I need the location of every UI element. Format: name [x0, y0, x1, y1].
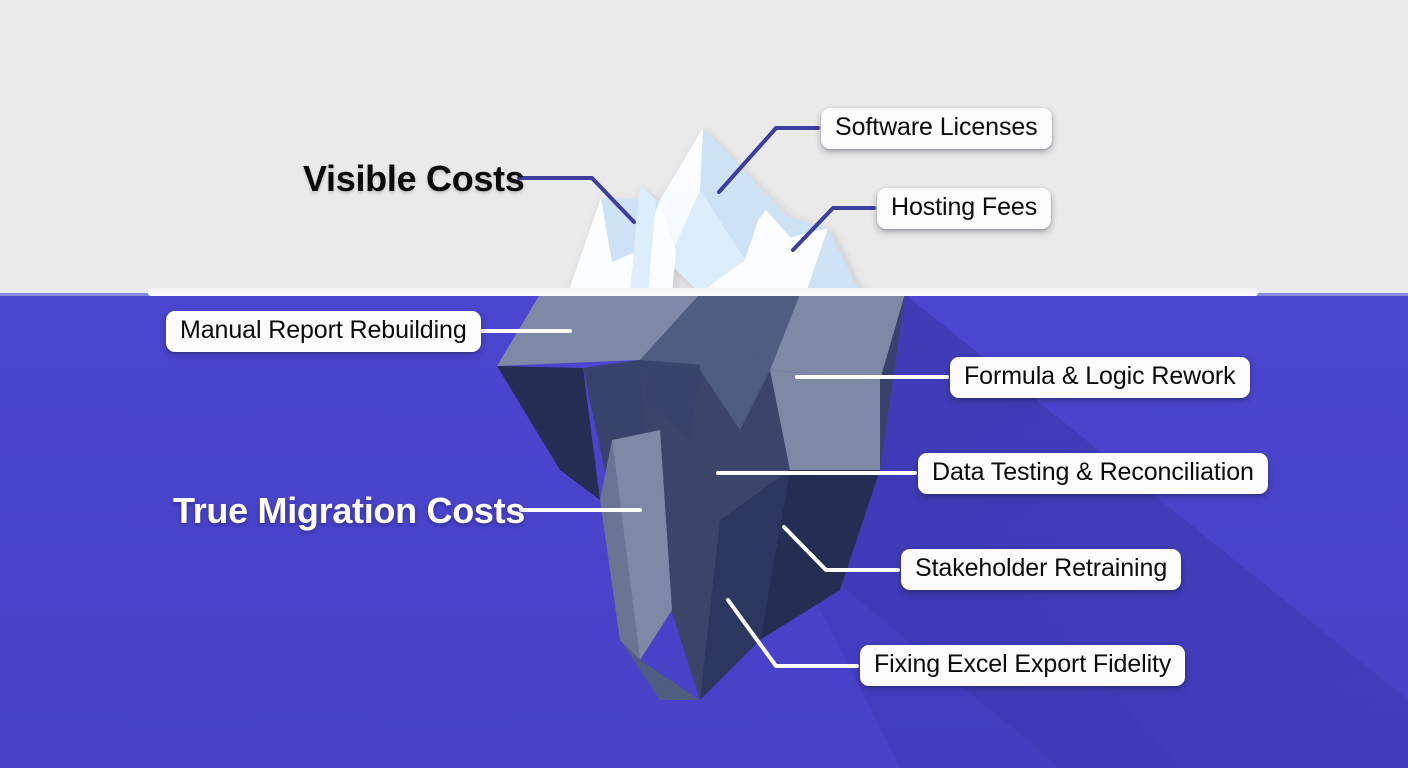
leader-fixing-excel-export-fidelity: [726, 598, 859, 668]
sub-top-left-ledge: [497, 294, 700, 366]
heading-true-migration-costs: True Migration Costs: [173, 490, 526, 531]
sub-left-mid-facet: [583, 360, 660, 505]
waterline-bar: [148, 288, 1258, 296]
sub-bottom-left-taper: [620, 640, 700, 700]
label-fixing-excel-export-fidelity[interactable]: Fixing Excel Export Fidelity: [860, 645, 1186, 686]
sub-left-rib-lower: [600, 440, 640, 660]
leader-visible-costs: [517, 176, 636, 224]
tip-far-right-light: [770, 228, 828, 293]
iceberg-tip: [568, 128, 860, 293]
tip-center-peak-light: [660, 128, 703, 250]
label-data-testing-reconciliation[interactable]: Data Testing & Reconciliation: [918, 453, 1268, 494]
leaders-above: [517, 126, 876, 252]
sub-left-dark-facet: [497, 366, 600, 500]
iceberg-submerged: [497, 294, 905, 700]
sub-center-chevron-facet: [640, 360, 700, 440]
label-manual-report-rebuilding[interactable]: Manual Report Rebuilding: [166, 311, 481, 352]
label-stakeholder-retraining[interactable]: Stakeholder Retraining: [901, 549, 1182, 590]
sub-left-rib-facet: [612, 430, 672, 660]
tip-notch-facet: [668, 190, 745, 293]
tip-center-peak-shadow: [700, 128, 760, 260]
label-formula-logic-rework[interactable]: Formula & Logic Rework: [950, 357, 1250, 398]
leader-hosting-fees: [791, 206, 876, 252]
label-hosting-fees[interactable]: Hosting Fees: [877, 188, 1052, 229]
sub-center-body-facet: [640, 360, 790, 700]
leader-stakeholder-retraining: [782, 525, 900, 572]
leaders-below: [468, 329, 949, 668]
tip-left-base-facet: [568, 198, 648, 293]
sub-right-dark-facet: [760, 470, 880, 640]
tip-far-right-facet: [806, 228, 860, 293]
waterline-edge: [0, 293, 1408, 296]
tip-left-spike-facet: [630, 185, 656, 293]
sub-center-vshape-facet: [700, 294, 770, 430]
sub-right-mid-facet: [700, 470, 790, 700]
sub-top-right-ledge: [770, 294, 905, 380]
sub-right-light-facet: [770, 370, 880, 470]
label-software-licenses[interactable]: Software Licenses: [821, 108, 1052, 149]
heading-visible-costs: Visible Costs: [303, 158, 525, 199]
leader-software-licenses: [717, 126, 820, 194]
